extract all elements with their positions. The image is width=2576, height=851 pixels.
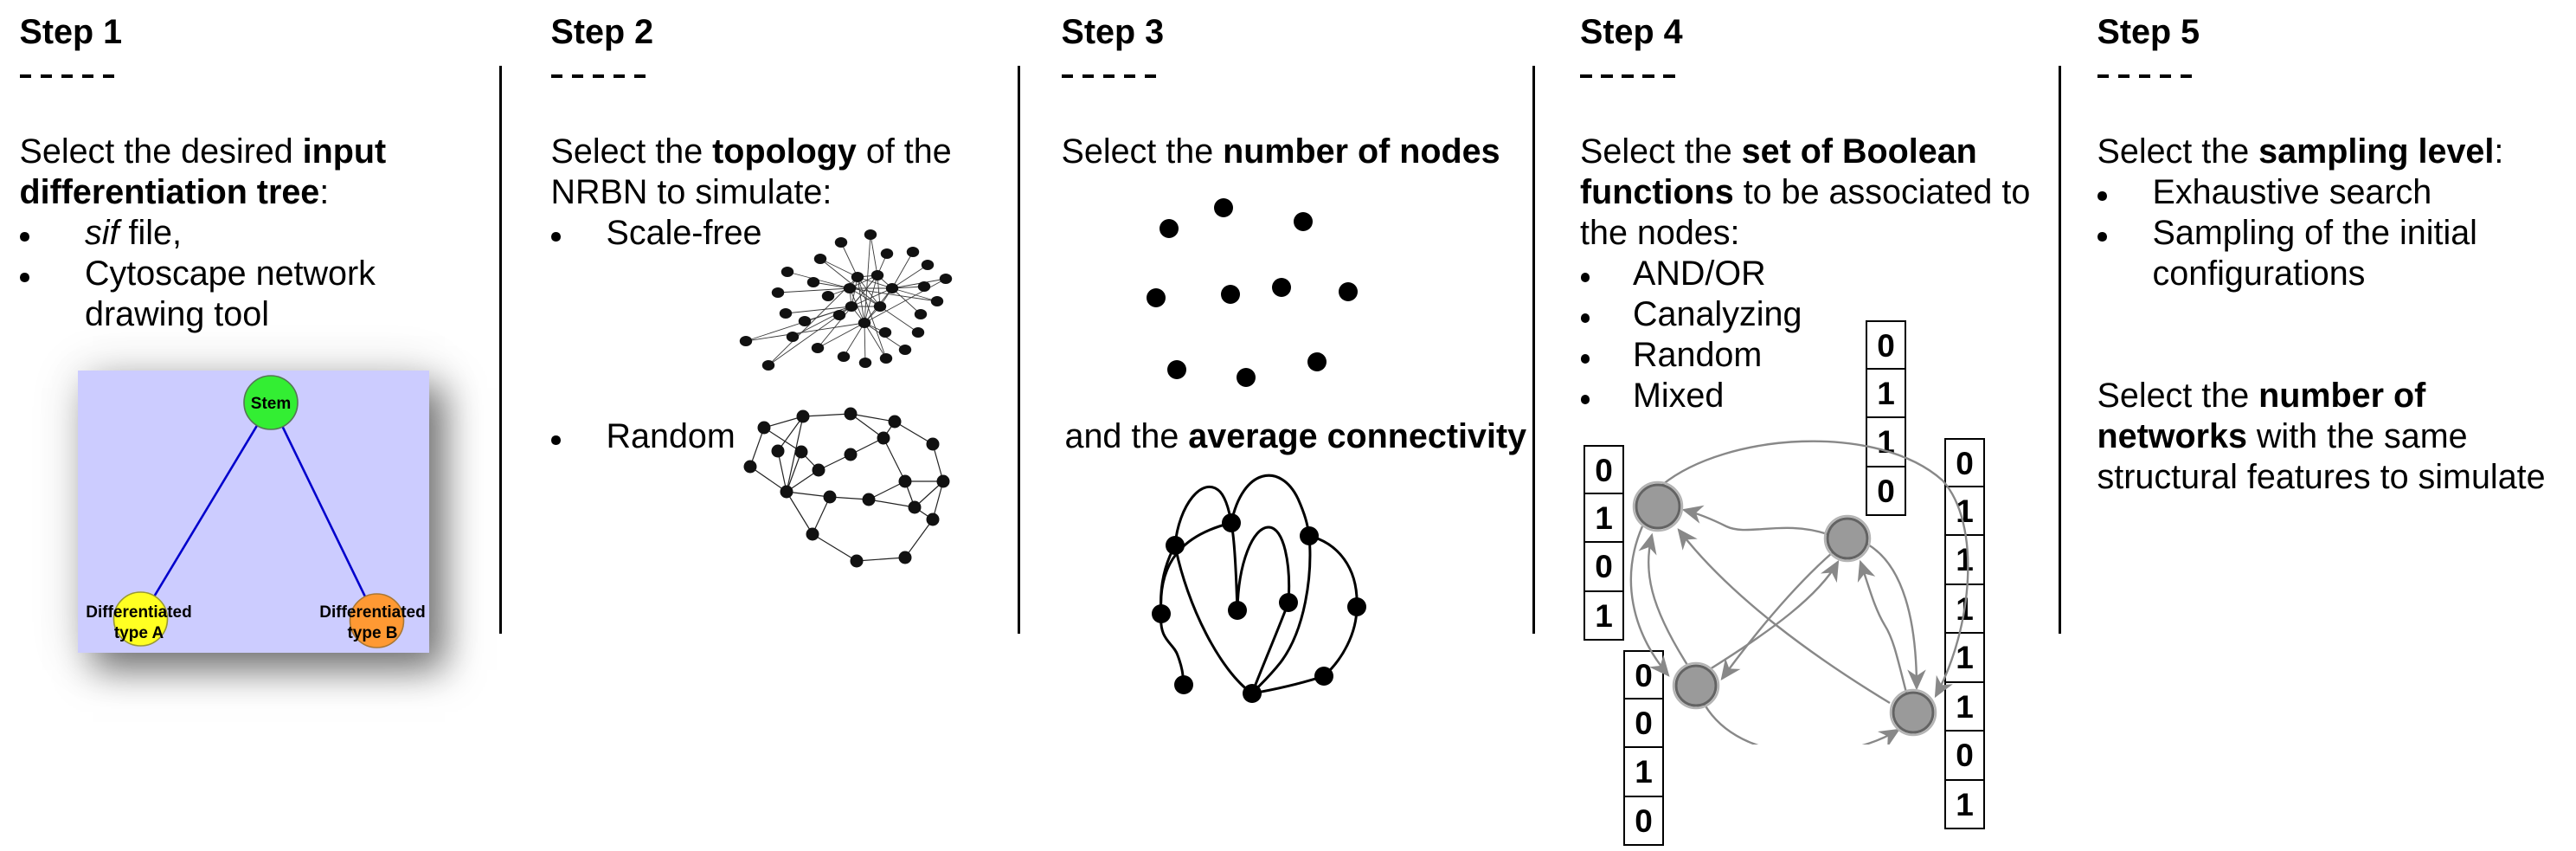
svg-text:Differentiated: Differentiated — [319, 603, 425, 622]
svg-text:type A: type A — [114, 624, 164, 642]
svg-text:Differentiated: Differentiated — [86, 603, 191, 622]
svg-text:Stem: Stem — [251, 395, 291, 413]
svg-text:type B: type B — [347, 624, 397, 642]
